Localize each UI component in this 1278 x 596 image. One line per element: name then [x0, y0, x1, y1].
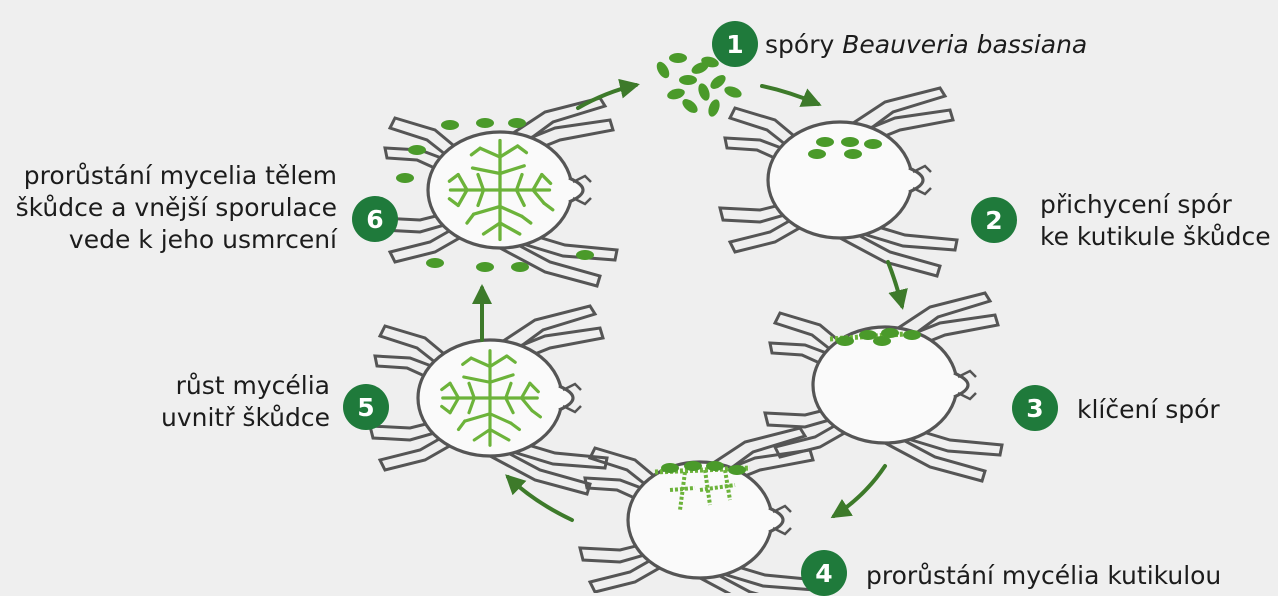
step-badge-6: 6: [352, 196, 398, 242]
mite-step-2: [720, 88, 957, 276]
step-label-6: prorůstání mycelia tělem škůdce a vnější…: [0, 160, 337, 256]
step-label-1: spóry Beauveria bassiana: [765, 29, 1087, 61]
step-badge-5: 5: [343, 384, 389, 430]
step-label-2: přichycení spór ke kutikule škůdce: [1040, 189, 1271, 253]
step-badge-4: 4: [801, 550, 847, 596]
species-name: Beauveria bassiana: [842, 30, 1087, 59]
mite-step-5: [370, 306, 607, 494]
arrow-4-to-5: [508, 477, 572, 520]
step-badge-2: 2: [971, 197, 1017, 243]
step-label-3: klíčení spór: [1077, 394, 1220, 426]
step-badge-3: 3: [1012, 385, 1058, 431]
step-label-4: prorůstání mycélia kutikulou: [866, 560, 1221, 592]
arrow-2-to-3: [888, 262, 902, 306]
mite-step-6: [380, 98, 617, 286]
step-badge-1: 1: [712, 21, 758, 67]
step-label-5: růst mycélia uvnitř škůdce: [105, 370, 330, 434]
arrow-6-to-1: [578, 85, 636, 108]
mite-step-4: [580, 428, 817, 593]
arrow-1-to-2: [762, 86, 818, 104]
arrow-3-to-4: [834, 466, 885, 516]
